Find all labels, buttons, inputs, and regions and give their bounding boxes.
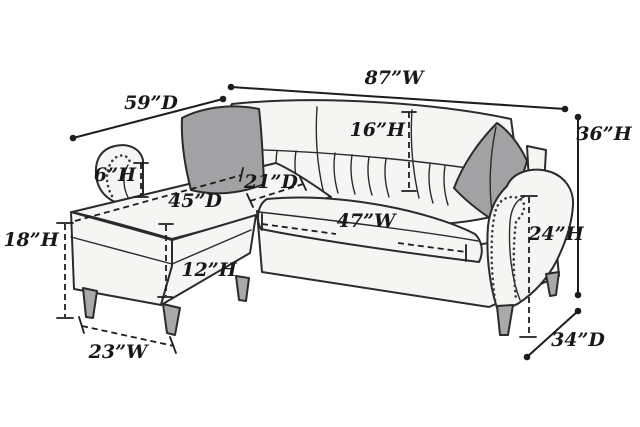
dim-label-12h: 12”H: [181, 259, 237, 281]
dim-overall-width: 87”W: [227, 67, 569, 113]
dim-label-23w: 23”W: [88, 341, 149, 363]
left-arm-scroll-line: [123, 164, 130, 200]
dim-seat-width: 47”W: [261, 210, 467, 262]
leg-junction: [235, 275, 250, 302]
dim-label-6h: 6”H: [94, 164, 137, 186]
seat-cushion: [257, 196, 483, 263]
leg-chaise-front-right: [162, 303, 181, 336]
dim-chaise-width: 23”W: [78, 316, 177, 363]
dim-label-16h: 16”H: [350, 119, 406, 141]
back-cushion-seam-left: [315, 106, 325, 195]
back-cushion-seam-right: [410, 109, 420, 199]
left-arm-nailhead-trim: [105, 154, 132, 198]
seat-cushion-front-seam: [258, 211, 479, 242]
sofa-drawing: [70, 99, 575, 336]
dim-chaise-depth: 45”D: [74, 167, 244, 222]
dim-side-depth: 34”D: [523, 307, 605, 361]
leg-back-right: [545, 271, 560, 297]
dim-label-87w: 87”W: [364, 67, 425, 89]
dim-chaise-height: 18”H: [3, 222, 74, 319]
right-arm-nailhead-trim: [490, 195, 526, 302]
dim-label-45d: 45”D: [168, 190, 222, 212]
dim-overall-depth: 59”D: [69, 92, 227, 142]
sofa-legs: [82, 271, 560, 336]
dim-overall-height: 36”H: [574, 113, 633, 299]
dim-seat-depth: 21”D: [243, 171, 307, 208]
dim-label-24h: 24”H: [527, 223, 584, 245]
dim-base-height: 12”H: [157, 223, 238, 298]
dim-label-18h: 18”H: [3, 229, 59, 251]
dim-arm-height: 24”H: [519, 195, 585, 338]
chaise-cushion-seam-front: [70, 236, 173, 265]
chaise-cushion-seam-right: [171, 229, 252, 265]
dim-label-36h: 36”H: [576, 123, 632, 145]
left-pillow: [180, 105, 265, 195]
dim-arm-roll-height: 6”H: [94, 162, 149, 198]
dim-back-height: 16”H: [350, 111, 417, 192]
dim-label-59d: 59”D: [124, 92, 178, 114]
dim-label-47w: 47”W: [337, 210, 397, 232]
dim-label-21d: 21”D: [243, 171, 298, 193]
leg-chaise-front-left: [82, 287, 98, 319]
dim-label-34d: 34”D: [551, 329, 605, 351]
leg-front-right: [496, 304, 514, 336]
right-arm: [486, 168, 575, 310]
